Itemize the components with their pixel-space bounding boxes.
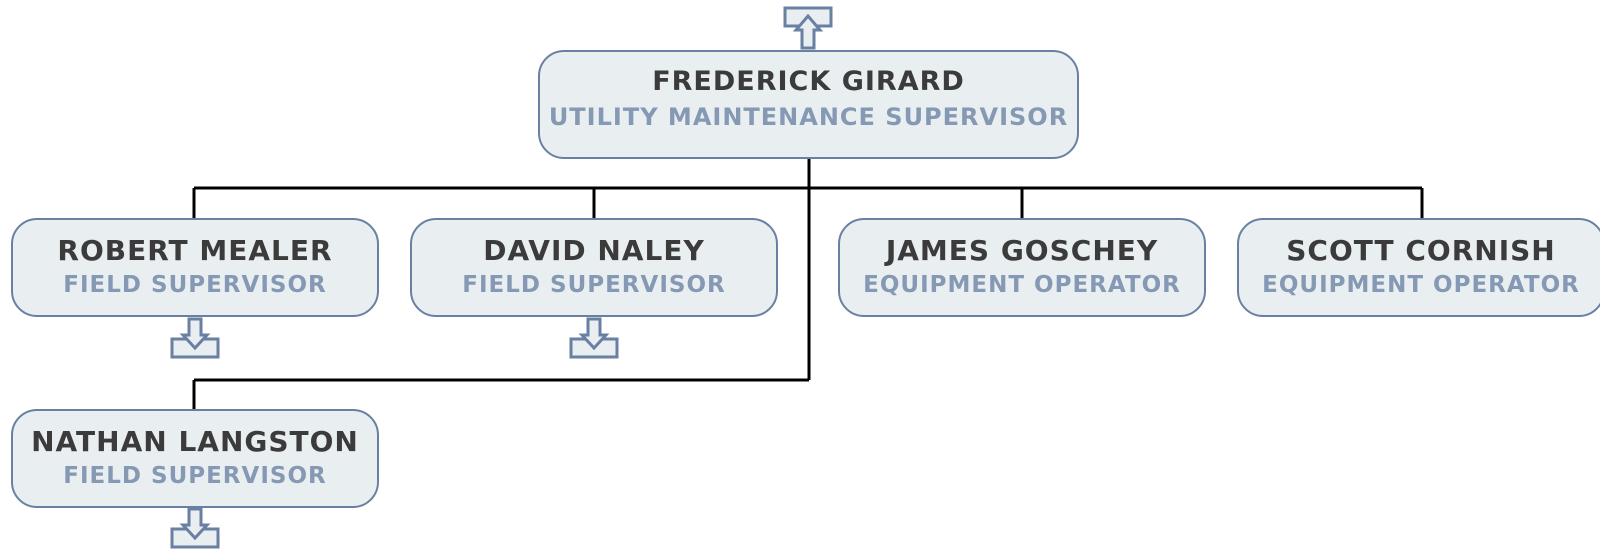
- node-title: EQUIPMENT OPERATOR: [1262, 272, 1580, 298]
- org-node-david-naley[interactable]: DAVID NALEY FIELD SUPERVISOR: [410, 218, 778, 317]
- expand-down-arrow-icon[interactable]: [170, 507, 220, 551]
- node-title: FIELD SUPERVISOR: [462, 272, 726, 298]
- org-node-robert-mealer[interactable]: ROBERT MEALER FIELD SUPERVISOR: [11, 218, 379, 317]
- node-name: JAMES GOSCHEY: [885, 234, 1159, 267]
- node-name: NATHAN LANGSTON: [31, 425, 359, 458]
- navigate-up-arrow-icon[interactable]: [783, 6, 833, 50]
- node-name: FREDERICK GIRARD: [652, 66, 965, 97]
- expand-down-arrow-icon[interactable]: [569, 317, 619, 361]
- node-title: FIELD SUPERVISOR: [63, 272, 327, 298]
- org-node-nathan-langston[interactable]: NATHAN LANGSTON FIELD SUPERVISOR: [11, 409, 379, 508]
- node-title: FIELD SUPERVISOR: [63, 463, 327, 489]
- node-title: EQUIPMENT OPERATOR: [863, 272, 1181, 298]
- org-node-scott-cornish[interactable]: SCOTT CORNISH EQUIPMENT OPERATOR: [1237, 218, 1600, 317]
- node-name: DAVID NALEY: [483, 234, 705, 267]
- org-node-root[interactable]: FREDERICK GIRARD UTILITY MAINTENANCE SUP…: [538, 50, 1079, 159]
- node-title: UTILITY MAINTENANCE SUPERVISOR: [548, 103, 1069, 131]
- expand-down-arrow-icon[interactable]: [170, 317, 220, 361]
- node-name: ROBERT MEALER: [57, 234, 333, 267]
- node-name: SCOTT CORNISH: [1286, 234, 1556, 267]
- org-node-james-goschey[interactable]: JAMES GOSCHEY EQUIPMENT OPERATOR: [838, 218, 1206, 317]
